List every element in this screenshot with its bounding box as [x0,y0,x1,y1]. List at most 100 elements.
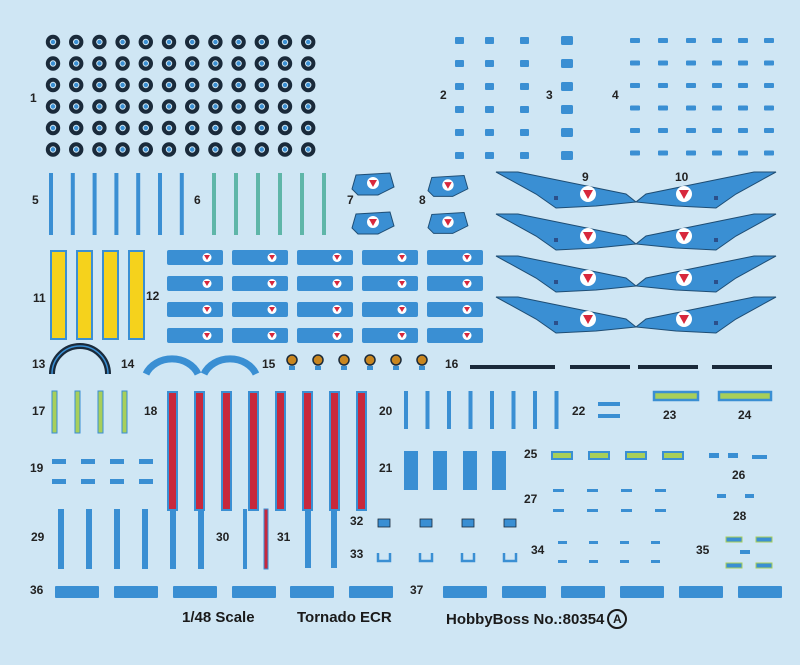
decal-36-stencil [232,586,276,598]
decal-1-tire-ring [231,120,246,136]
tornado-fin-badge-icon [444,182,452,189]
decal-number-11: 11 [33,291,46,305]
decal-4-mark [738,83,748,88]
decal-20-strip [425,391,430,429]
decal-1-tire-ring [277,34,293,50]
decal-4-mark [686,105,696,111]
decal-1-tire-ring [208,77,223,93]
decal-33-bracket [418,553,434,563]
decal-20-strip [533,391,537,429]
decal-1-tire-ring [115,142,130,157]
decal-5-strip [114,173,119,235]
tornado-fin-badge-icon [679,232,689,241]
decal-34-mark [620,560,629,563]
decal-1-hub [50,147,56,152]
decal-1-tire-ring [69,34,84,50]
decal-5-strip [92,173,97,235]
decal-35-mark [725,536,743,543]
product-code-text: HobbyBoss No.:80354 [446,611,605,628]
decal-1-hub [143,125,148,131]
decal-37-stencil [738,586,782,598]
decal-1-hub [190,104,195,109]
decal-15-tag-base [315,366,321,370]
decal-12-panel [232,276,288,291]
decal-9-fin-stencil [554,196,558,200]
decal-1-hub [120,125,125,131]
decal-1-tire-ring [92,99,107,114]
decal-2-mark [520,152,529,159]
decal-1-hub [282,125,288,131]
decal-15-tag-base [341,366,347,370]
decal-2-mark [455,37,464,44]
decal-1-tire-ring [185,120,200,136]
decal-26-mark [553,489,564,492]
decal-10-fin-stencil [714,238,718,242]
decal-34-mark [558,560,567,563]
decal-1-hub [143,104,148,109]
decal-2-mark [455,129,464,136]
decal-4-mark [712,105,722,111]
decal-5-strip [136,173,141,235]
decal-1-tire-ring [277,77,293,93]
decal-1-hub [306,147,311,152]
decal-18-mark [81,479,95,484]
decal-15-tag-base [419,366,425,370]
decal-4-mark [712,60,722,66]
decal-3-mark [561,105,573,114]
tornado-fin-badge-icon [369,180,377,187]
decal-1-hub [50,125,56,131]
decal-1-hub [236,104,241,109]
decal-1-hub [97,39,102,45]
decal-1-tire-ring [92,56,107,71]
tornado-fin-badge-icon [204,281,210,286]
decal-4-mark [712,150,722,156]
decal-29-strip [58,509,64,569]
decal-2-mark [485,60,494,67]
decal-4-mark [658,150,668,156]
decal-12-panel [427,276,483,291]
decal-20-strip [404,391,408,429]
decal-36-stencil [114,586,158,598]
decal-20-strip [554,391,559,429]
decal-1-tire-ring [208,120,223,136]
decal-4-mark [738,38,748,43]
decal-1-hub [74,147,79,152]
decal-1-tire-ring [231,77,246,93]
decal-12-panel [232,250,288,265]
decal-18-mark [52,459,66,464]
decal-number-26: 26 [732,468,746,482]
tornado-fin-badge-icon [204,255,210,260]
decal-1-tire-ring [161,120,177,136]
decal-11-yellow-panel [50,250,67,340]
decal-1-tire-ring [115,77,130,93]
decal-16-strip [638,365,698,369]
tornado-fin-badge-icon [464,333,470,338]
decal-1-tire-ring [185,56,200,71]
decal-9-fin [495,255,638,293]
decal-1-hub [282,104,288,109]
decal-1-tire-ring [161,99,177,114]
tornado-fin-badge-icon [399,307,405,312]
decal-21-block [463,451,477,490]
decal-1-hub [213,82,218,88]
decal-19-red-strip [221,391,232,511]
decal-1-hub [213,147,218,152]
decal-1-hub [166,61,172,66]
decal-1-tire-ring [185,77,200,93]
decal-number-29: 29 [31,530,45,544]
decal-9-fin-panel [495,213,638,251]
decal-26-mark [621,489,632,492]
decal-12-panel [427,302,483,317]
decal-1-hub [213,125,218,131]
decal-20-strip [490,391,494,429]
decal-16-strip [712,365,772,369]
decal-number-19: 19 [30,461,44,475]
decal-9-fin-stencil [554,321,558,325]
decal-4-mark [712,128,722,133]
decal-25-mark [625,451,647,460]
decal-1-tire-ring [254,34,269,50]
decal-1-hub [306,61,311,66]
decal-1-hub [236,82,241,88]
decal-1-tire-ring [254,142,269,157]
decal-15-tag [286,354,298,366]
